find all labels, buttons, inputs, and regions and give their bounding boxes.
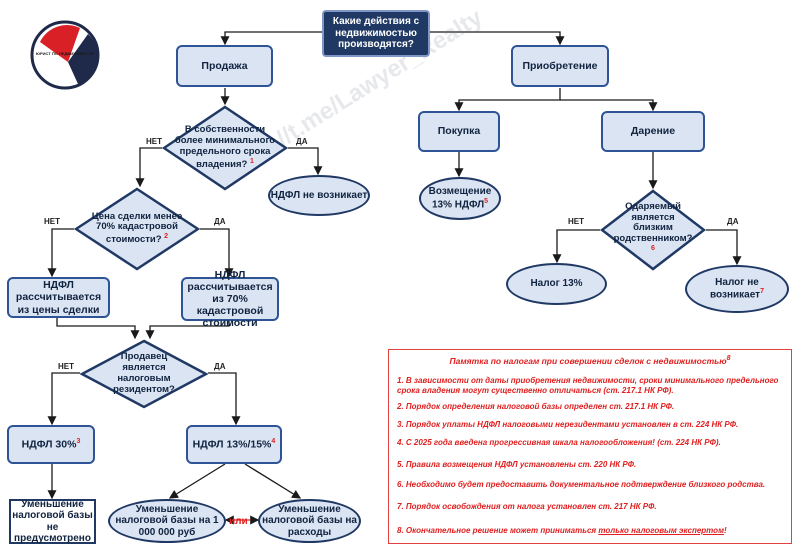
or-label: или xyxy=(229,516,248,527)
q4-ref: 6 xyxy=(651,245,655,253)
reduce-million-node: Уменьшение налоговой базы на 1 000 000 р… xyxy=(108,499,226,543)
memo-item-2: 2. Порядок определения налоговой базы оп… xyxy=(397,402,675,411)
q1-decision: В собственности более минимального преде… xyxy=(162,105,288,191)
q3-decision: Продавец является налоговым резидентом? xyxy=(80,339,208,409)
gift-node: Дарение xyxy=(601,111,705,152)
q1-ref: 1 xyxy=(250,157,254,165)
no-tax-gift-node: Налог не возникает7 xyxy=(685,265,789,313)
q4-yes-label: ДА xyxy=(727,217,739,226)
memo-title-ref: 8 xyxy=(726,355,731,362)
q2-decision: Цена сделки менее 70% кадастровой стоимо… xyxy=(74,187,200,271)
tax13-ref: 4 xyxy=(271,438,276,446)
tax30-ref: 3 xyxy=(76,438,81,446)
memo-item-3: 3. Порядок уплаты НДФЛ налоговыми нерези… xyxy=(397,420,739,429)
tax30-node: НДФЛ 30%3 xyxy=(7,425,95,464)
memo-item-4: 4. С 2025 года введена прогрессивная шка… xyxy=(397,438,721,447)
refund-ref: 5 xyxy=(484,197,489,205)
q4-text: Одаряемый является близким родственником… xyxy=(613,200,693,245)
memo-item-6: 6. Необходимо будет предоставить докумен… xyxy=(397,480,766,489)
logo: ЮРИСТ ПО НЕДВИЖИМОСТИ xyxy=(30,20,100,90)
q4-no-label: НЕТ xyxy=(568,217,584,226)
q1-no-label: НЕТ xyxy=(146,137,162,146)
reduce-expenses-node: Уменьшение налоговой базы на расходы xyxy=(258,499,361,543)
tax13-gift-node: Налог 13% xyxy=(506,263,607,305)
purchase-node: Покупка xyxy=(418,111,500,152)
acquisition-node: Приобретение xyxy=(511,45,609,87)
no-tax-sale-node: НДФЛ не возникает xyxy=(268,175,370,216)
memo-item-8-link: только налоговым экспертом xyxy=(598,526,724,535)
tax13-text: НДФЛ 13%/15% xyxy=(192,438,272,451)
tax30-text: НДФЛ 30% xyxy=(21,438,77,451)
q2-ref: 2 xyxy=(164,233,169,241)
q1-text: В собственности более минимального преде… xyxy=(174,124,276,170)
no-tax-gift-text: Налог не возникает xyxy=(710,276,761,301)
refund-text: Возмещение 13% НДФЛ xyxy=(428,186,492,211)
q2-text: Цена сделки менее 70% кадастровой стоимо… xyxy=(91,210,183,246)
q4-decision: Одаряемый является близким родственником… xyxy=(600,189,706,271)
refund-node: Возмещение 13% НДФЛ5 xyxy=(419,177,501,220)
memo-title: Памятка по налогам при совершении сделок… xyxy=(449,355,731,366)
q2-no-label: НЕТ xyxy=(44,217,60,226)
q1-yes-label: ДА xyxy=(296,137,308,146)
no-tax-gift-ref: 7 xyxy=(760,288,764,296)
memo-item-1: 1. В зависимости от даты приобретения не… xyxy=(397,376,779,395)
q3-yes-label: ДА xyxy=(214,362,226,371)
q3-no-label: НЕТ xyxy=(58,362,74,371)
memo-item-8: 8. Окончательное решение может принимать… xyxy=(397,526,727,535)
q2-yes-label: ДА xyxy=(214,217,226,226)
memo-item-5: 5. Правила возмещения НДФЛ установлены с… xyxy=(397,460,637,469)
sale-node: Продажа xyxy=(176,45,273,87)
q3-text: Продавец является налоговым резидентом? xyxy=(113,351,175,395)
tax-memo: Памятка по налогам при совершении сделок… xyxy=(388,349,792,544)
start-node: Какие действия с недвижимостью производя… xyxy=(322,10,430,57)
memo-item-7: 7. Порядок освобождения от налога устано… xyxy=(397,502,657,511)
calc-price-node: НДФЛ рассчитывается из цены сделки xyxy=(7,277,110,318)
calc-cadastral-node: НДФЛ рассчитывается из 70% кадастровой с… xyxy=(181,269,279,329)
logo-text: ЮРИСТ ПО НЕДВИЖИМОСТИ xyxy=(36,51,94,56)
no-reduction-node: Уменьшение налоговой базы не предусмотре… xyxy=(9,499,96,544)
tax13-node: НДФЛ 13%/15%4 xyxy=(186,425,282,464)
